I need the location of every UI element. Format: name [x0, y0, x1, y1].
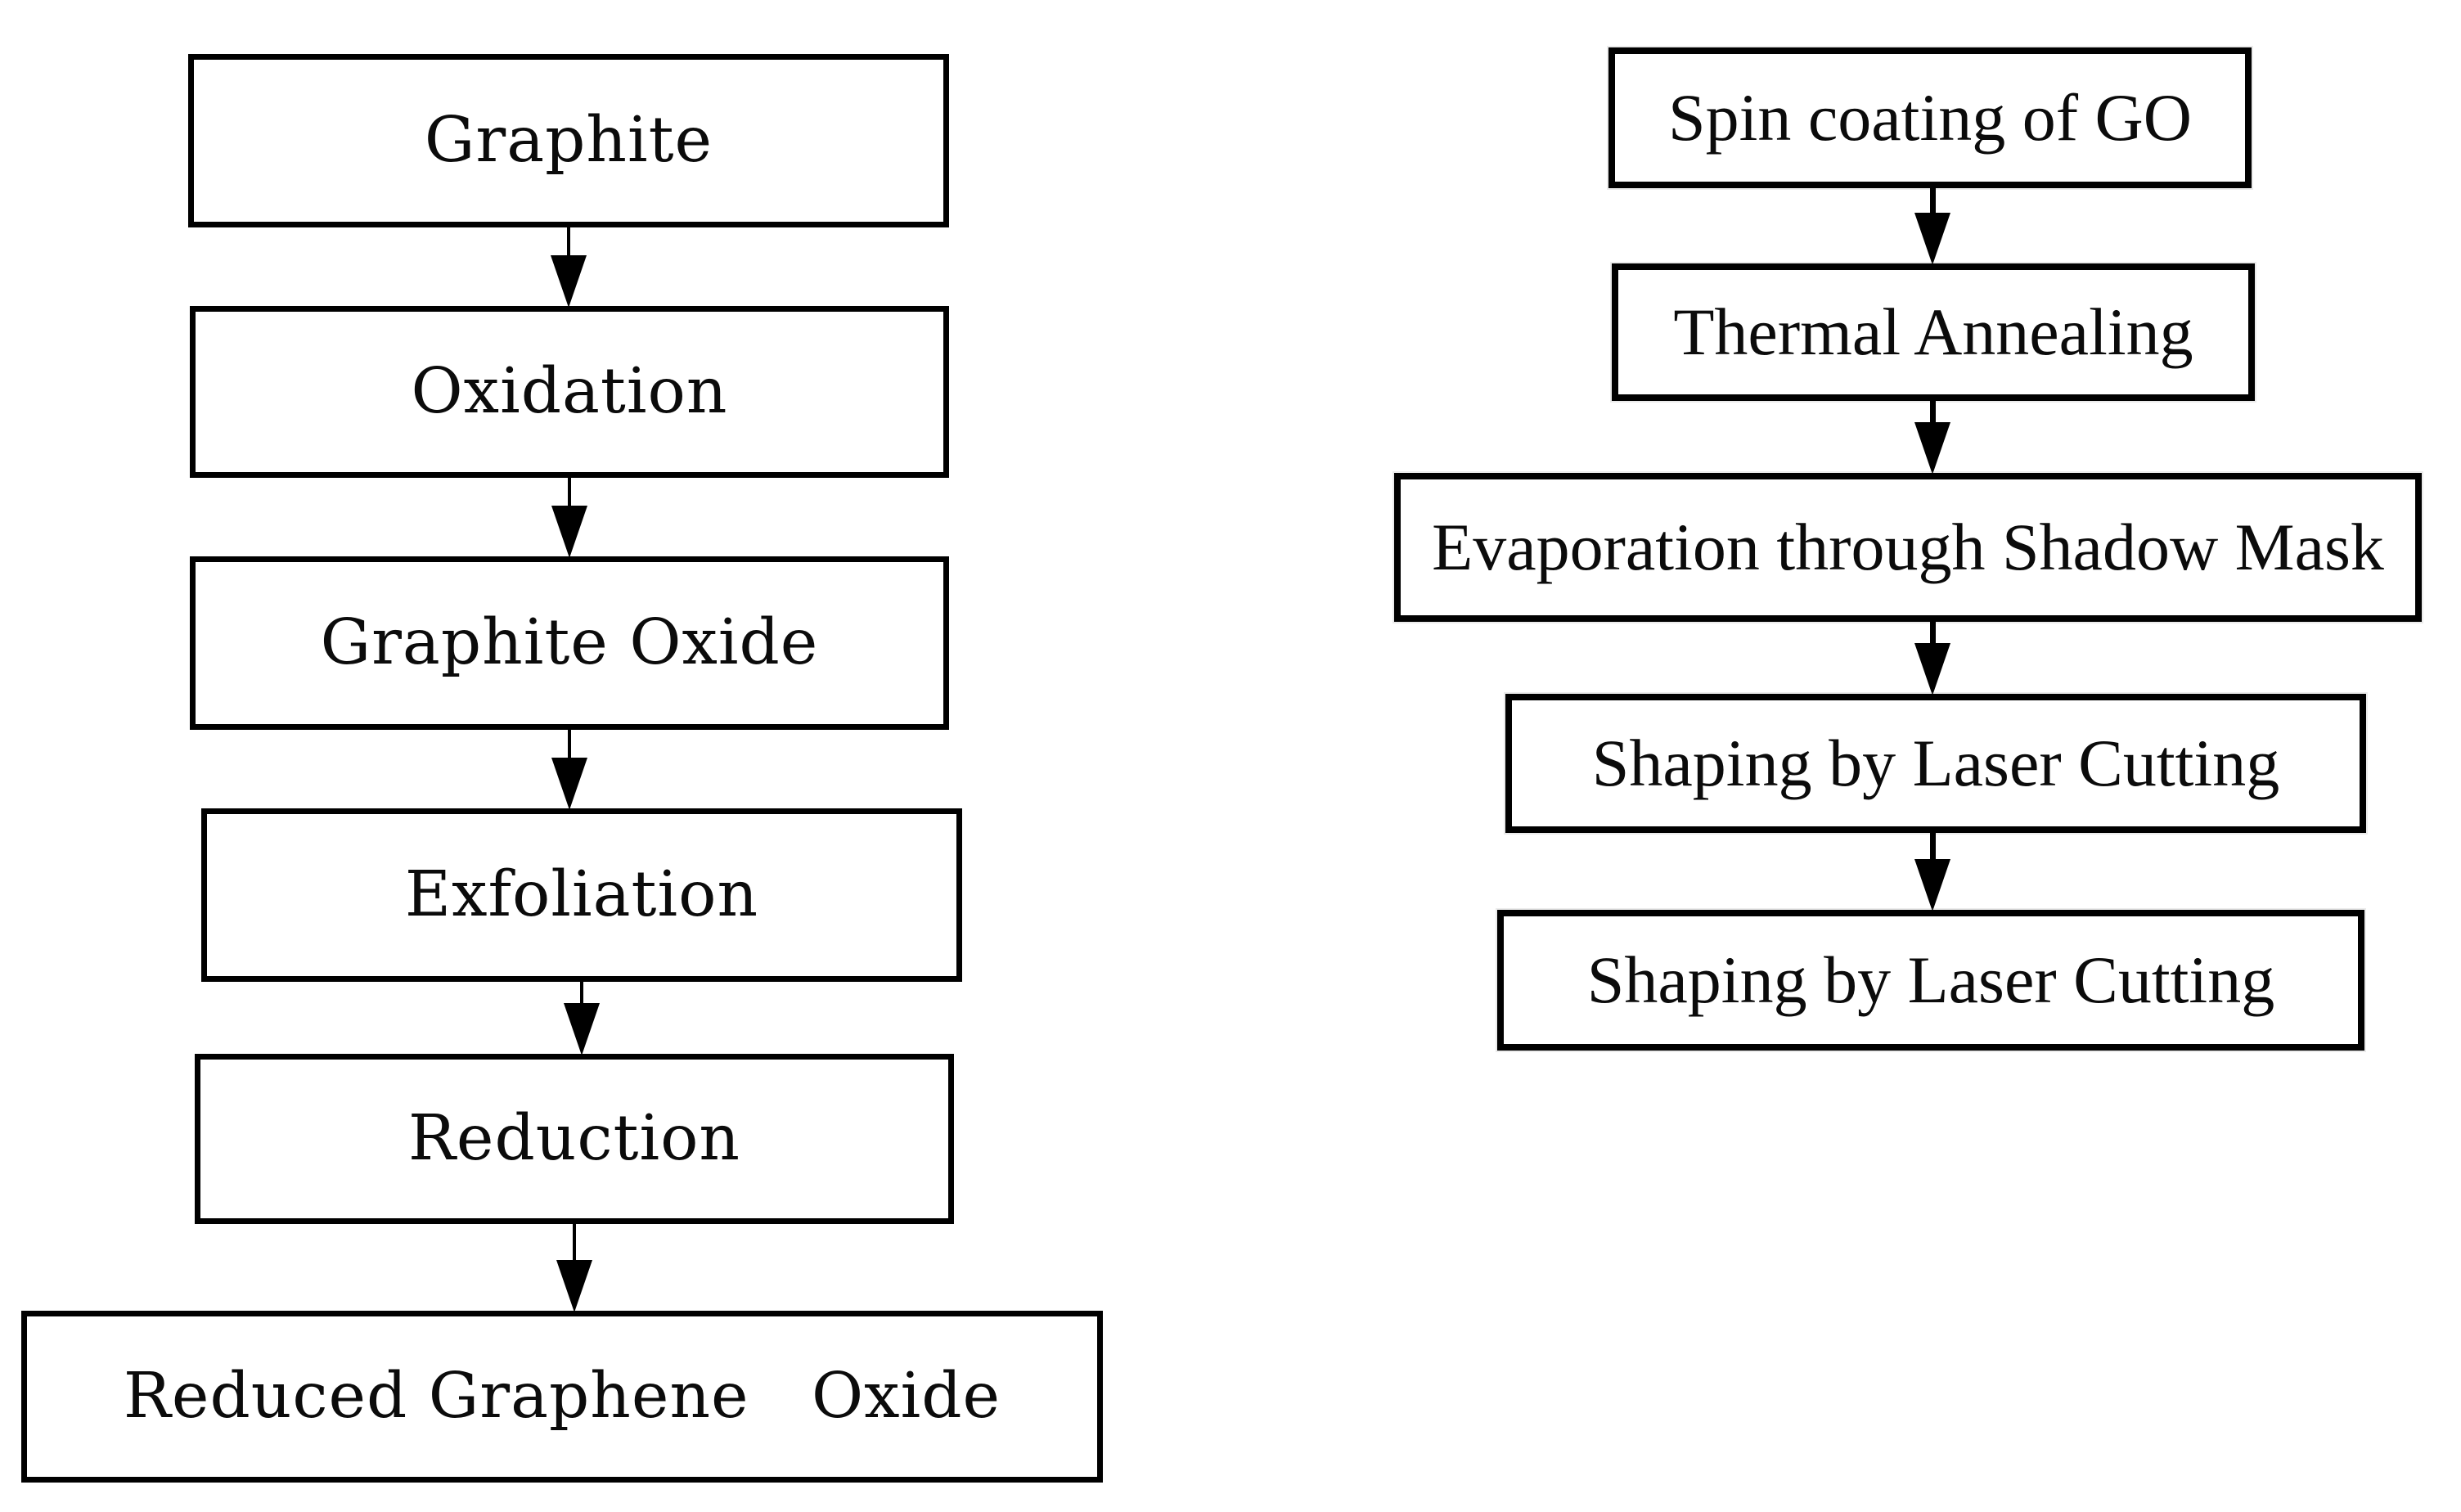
down-arrow-icon: [564, 1003, 600, 1055]
down-arrow-connector: [556, 1224, 592, 1312]
down-arrow-connector: [551, 227, 587, 308]
flow-node-graphite-oxide: Graphite Oxide: [190, 556, 949, 730]
flow-node-label: Shaping by Laser Cutting: [1591, 725, 2280, 800]
arrow-stem: [580, 982, 583, 1003]
flow-node-label: Reduction: [407, 1101, 741, 1175]
flow-node-label: Oxidation: [411, 354, 728, 428]
down-arrow-connector: [1914, 188, 1950, 265]
down-arrow-icon: [556, 1260, 592, 1312]
down-arrow-connector: [1914, 833, 1950, 911]
arrow-stem: [573, 1224, 576, 1260]
flow-node-spin-coating-of-go: Spin coating of GO: [1608, 47, 2252, 188]
down-arrow-icon: [551, 506, 587, 558]
flow-node-label: Spin coating of GO: [1668, 79, 2192, 155]
arrow-stem: [1929, 401, 1936, 422]
arrow-stem: [568, 478, 571, 506]
down-arrow-connector: [1914, 622, 1950, 695]
arrow-stem: [1929, 188, 1936, 213]
down-arrow-connector: [551, 730, 587, 810]
flow-node-exfoliation: Exfoliation: [201, 808, 962, 982]
flow-node-label: Graphite: [424, 103, 713, 177]
down-arrow-connector: [1914, 401, 1950, 475]
down-arrow-icon: [1914, 643, 1950, 695]
flow-node-label: Thermal Annealing: [1673, 294, 2193, 369]
flow-node-label: Evaporation through Shadow Mask: [1432, 509, 2384, 584]
arrow-stem: [567, 227, 570, 255]
flow-node-evaporation-through-shadow-mask: Evaporation through Shadow Mask: [1394, 473, 2422, 622]
arrow-stem: [1929, 833, 1936, 859]
down-arrow-icon: [1914, 213, 1950, 265]
flow-node-label: Graphite Oxide: [320, 605, 819, 679]
flow-node-graphite: Graphite: [188, 54, 949, 227]
arrow-stem: [1929, 622, 1936, 643]
down-arrow-icon: [1914, 422, 1950, 475]
down-arrow-icon: [1914, 859, 1950, 911]
down-arrow-icon: [551, 758, 587, 810]
arrow-stem: [568, 730, 571, 758]
flow-node-oxidation: Oxidation: [190, 306, 949, 478]
flow-node-label: Exfoliation: [404, 857, 759, 931]
down-arrow-icon: [551, 255, 587, 308]
down-arrow-connector: [551, 478, 587, 558]
flow-node-shaping-by-laser-cutting-2: Shaping by Laser Cutting: [1497, 910, 2364, 1051]
flow-node-shaping-by-laser-cutting-1: Shaping by Laser Cutting: [1505, 694, 2366, 833]
flow-node-label: Shaping by Laser Cutting: [1586, 942, 2275, 1017]
down-arrow-connector: [564, 982, 600, 1055]
flow-node-label: Reduced Graphene Oxide: [123, 1359, 1001, 1433]
flow-node-reduction: Reduction: [195, 1054, 954, 1224]
flow-node-reduced-graphene-oxide: Reduced Graphene Oxide: [21, 1311, 1103, 1483]
flow-node-thermal-annealing: Thermal Annealing: [1612, 263, 2255, 401]
